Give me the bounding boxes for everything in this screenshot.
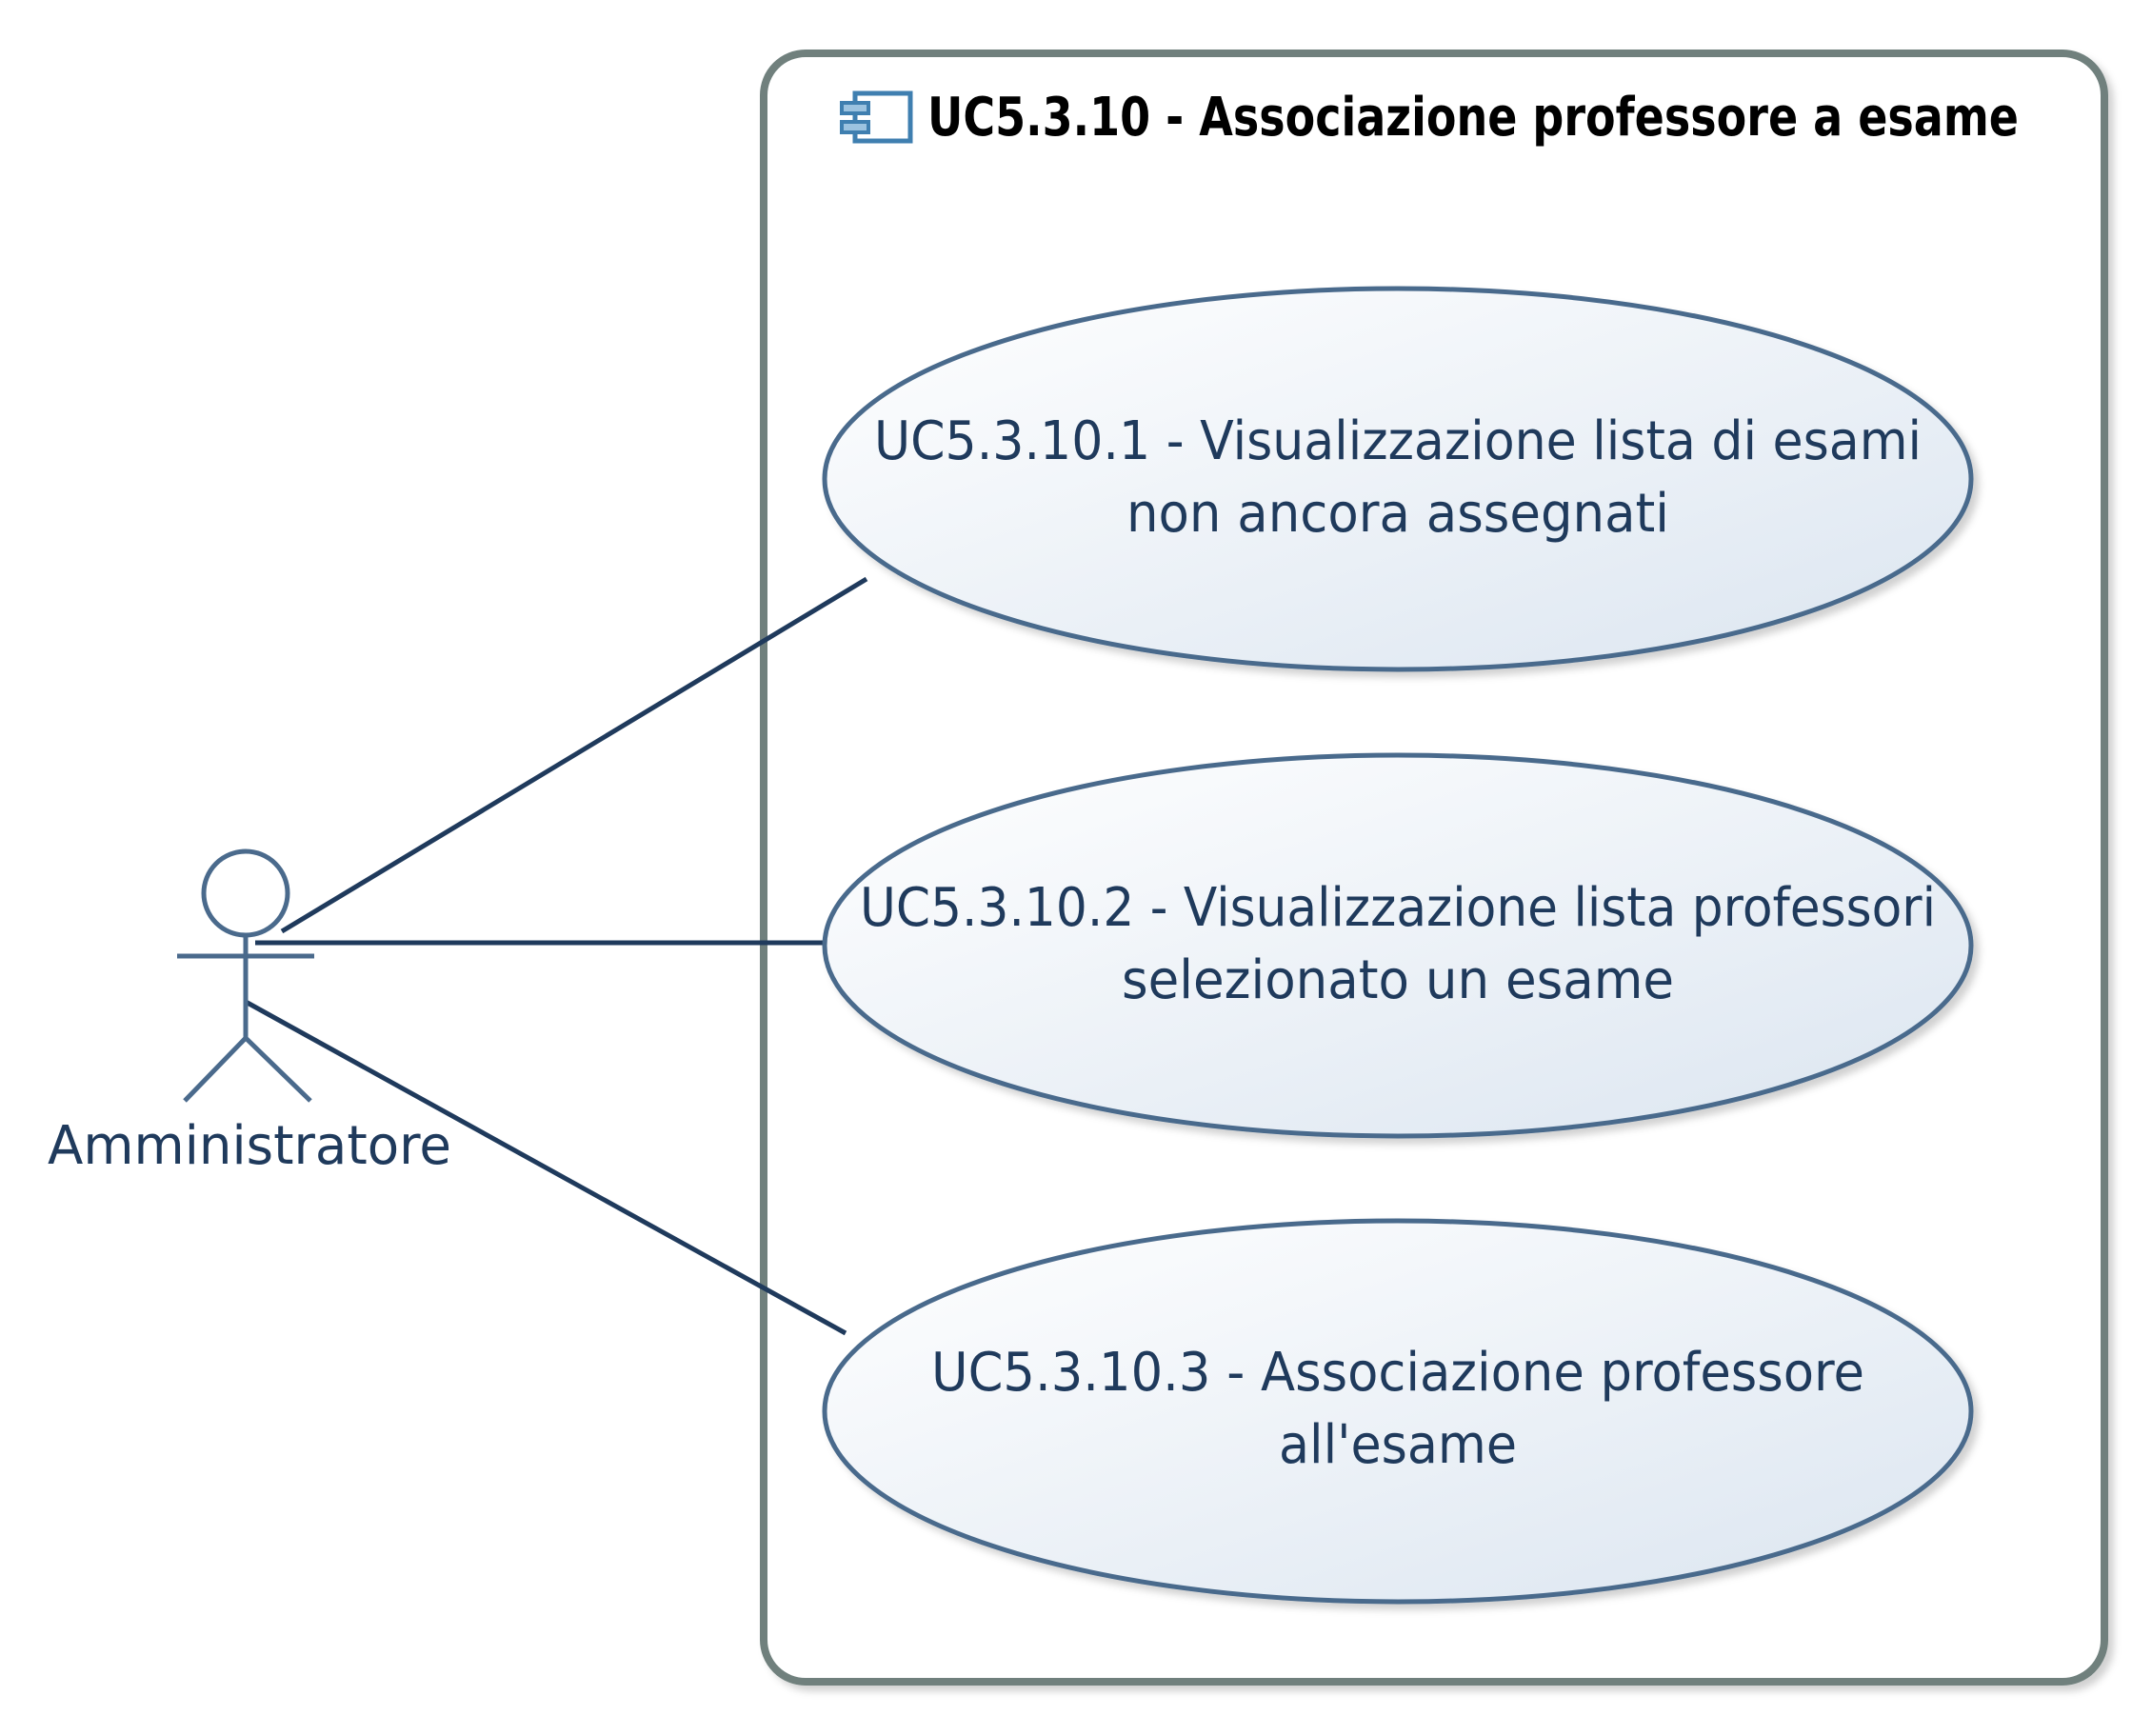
use-case-3[interactable]: UC5.3.10.3 - Associazione professore all… (822, 1218, 1974, 1605)
use-case-1[interactable]: UC5.3.10.1 - Visualizzazione lista di es… (822, 286, 1974, 672)
use-case-3-line1: UC5.3.10.3 - Associazione professore (931, 1342, 1864, 1404)
association-line-3[interactable] (244, 999, 847, 1336)
use-case-1-line2: non ancora assegnati (1126, 483, 1669, 545)
actor-figure[interactable] (177, 848, 314, 1103)
system-title: UC5.3.10 - Associazione professore a esa… (927, 87, 2019, 149)
use-case-3-line2: all'esame (1279, 1414, 1517, 1476)
associations (244, 576, 868, 1336)
association-line-1[interactable] (280, 576, 868, 934)
use-case-2-line2: selezionato un esame (1122, 949, 1674, 1011)
use-case-2[interactable]: UC5.3.10.2 - Visualizzazione lista profe… (822, 752, 1974, 1139)
use-case-2-line1: UC5.3.10.2 - Visualizzazione lista profe… (860, 877, 1936, 939)
actor-right-leg (244, 1036, 312, 1103)
actor-head (201, 848, 290, 938)
component-icon (840, 90, 913, 144)
actor-left-leg (183, 1036, 248, 1103)
use-case-1-line1: UC5.3.10.1 - Visualizzazione lista di es… (874, 410, 1922, 472)
actor-label: Amministratore (48, 1115, 451, 1177)
